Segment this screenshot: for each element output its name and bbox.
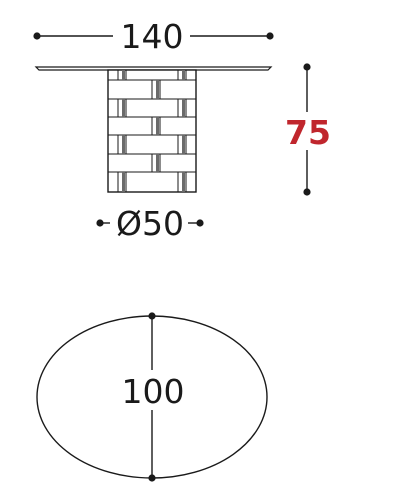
- tabletop: [34, 66, 273, 71]
- width-label: 140: [121, 17, 184, 56]
- diameter-endpoint-left: [96, 219, 104, 227]
- table-top-view: 100: [36, 312, 268, 482]
- width-endpoint-right: [266, 32, 274, 40]
- diameter-endpoint-right: [196, 219, 204, 227]
- height-endpoint-bottom: [303, 188, 311, 196]
- base-diameter-label: Ø50: [116, 204, 184, 243]
- depth-label: 100: [122, 372, 185, 411]
- depth-endpoint-top: [148, 312, 156, 320]
- height-dimension: 75: [285, 63, 331, 196]
- table-side-view: [34, 66, 273, 193]
- depth-endpoint-bottom: [148, 474, 156, 482]
- height-endpoint-top: [303, 63, 311, 71]
- width-endpoint-left: [33, 32, 41, 40]
- height-label: 75: [285, 113, 331, 152]
- width-dimension: 140: [33, 17, 274, 56]
- base-diameter-dimension: Ø50: [96, 204, 204, 243]
- base-weave-shading: [122, 70, 185, 192]
